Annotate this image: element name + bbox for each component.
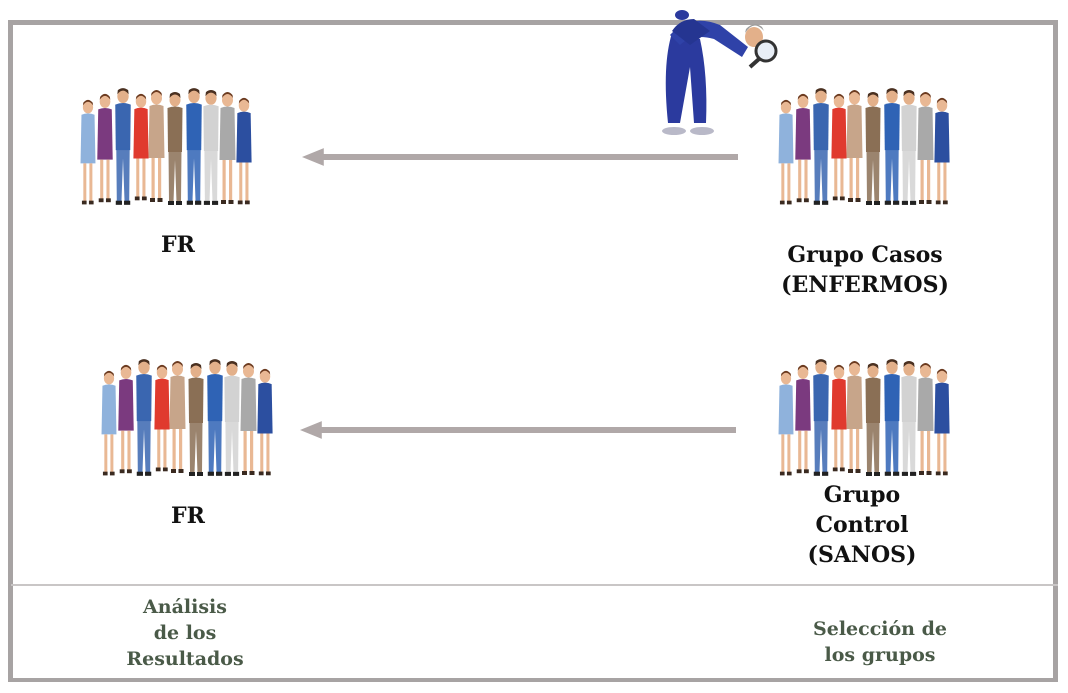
group-of-people-icon — [99, 357, 299, 487]
arrow-left-icon — [302, 148, 738, 166]
control-group-label: Grupo Control (SANOS) — [807, 482, 917, 568]
diagram-frame — [8, 20, 1058, 682]
group-of-people-icon — [776, 357, 976, 487]
fr-label-bottom: FR — [171, 503, 205, 529]
selection-caption: Selección de los grupos — [813, 618, 947, 666]
cases-group-label: Grupo Casos (ENFERMOS) — [781, 242, 949, 298]
analysis-caption: Análisis de los Resultados — [126, 596, 244, 670]
arrow-left-icon — [300, 421, 736, 439]
fr-label-top: FR — [161, 232, 195, 258]
group-of-people-icon — [78, 86, 278, 216]
detective-with-magnifier-icon — [662, 10, 778, 135]
group-of-people-icon — [776, 86, 976, 216]
footer-divider — [11, 584, 1058, 586]
